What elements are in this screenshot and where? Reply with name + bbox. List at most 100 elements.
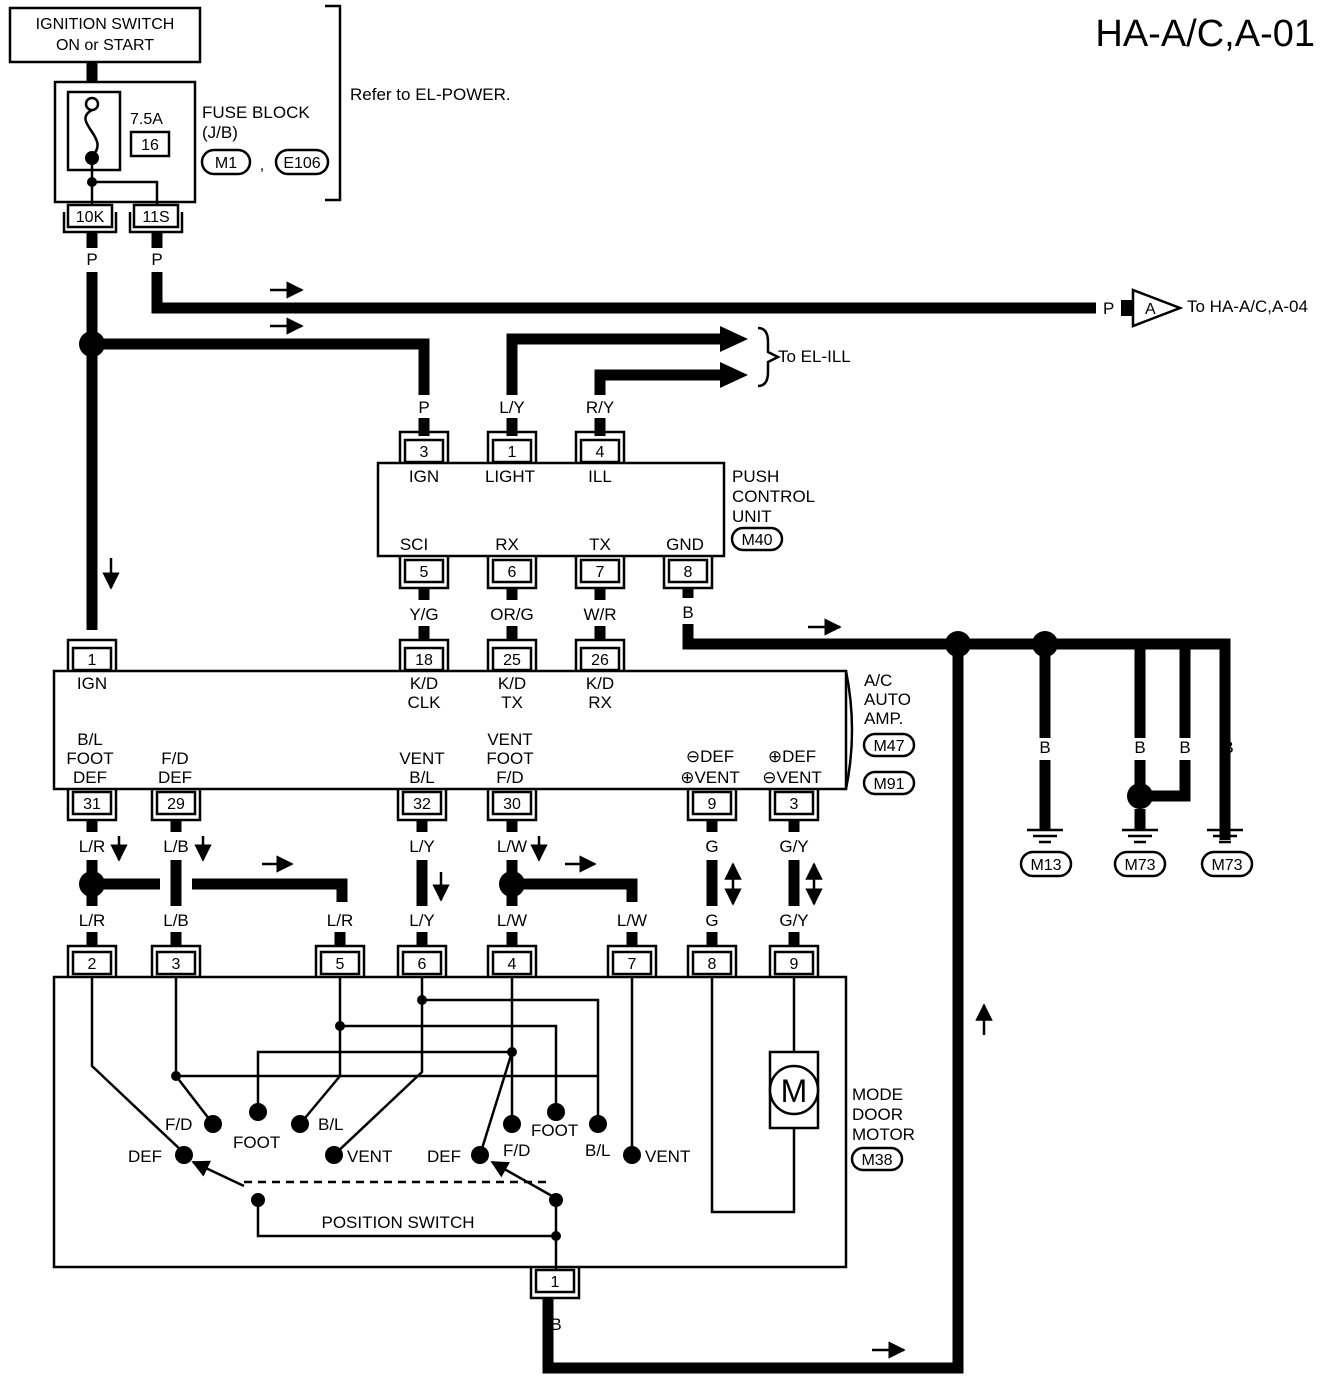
- amp-tx: TX: [501, 693, 523, 712]
- offpage-wire: P: [1103, 299, 1114, 318]
- push-control-unit: P L/Y R/Y 3 1 4 IGN LIGHT ILL SCI RX TX …: [376, 398, 815, 640]
- amp-wire-p: P: [86, 597, 97, 616]
- sw-right-def: DEF: [427, 1147, 461, 1166]
- amp-label-1: A/C: [864, 671, 892, 690]
- amp-30-l1: VENT: [487, 730, 532, 749]
- amp-9-l2: ⊕VENT: [680, 768, 740, 787]
- pcu-label-1: PUSH: [732, 467, 779, 486]
- pcu-tx: TX: [589, 535, 611, 554]
- amp-ign: IGN: [77, 674, 107, 693]
- connector-separator: ,: [260, 157, 264, 174]
- ground-m13: M13: [1030, 857, 1061, 874]
- amp-31-l2: FOOT: [66, 749, 113, 768]
- amp-clk: CLK: [407, 693, 441, 712]
- fuse-number: 16: [141, 137, 159, 154]
- fuse-block-jb: (J/B): [202, 123, 238, 142]
- amp-32-l2: B/L: [409, 768, 435, 787]
- sw-right-vent: VENT: [645, 1147, 690, 1166]
- amp-31-l3: DEF: [73, 768, 107, 787]
- mdm-pin-4: 4: [508, 956, 517, 973]
- amp-kd-1: K/D: [410, 674, 438, 693]
- pcu-pin-6: 6: [508, 564, 517, 581]
- wire-lw-30: L/W: [497, 837, 527, 856]
- amp-pin-25: 25: [503, 652, 521, 669]
- fuse-pin-10k: 10K: [76, 209, 105, 226]
- amp-29-l1: F/D: [161, 749, 188, 768]
- ground-wire-1: B: [1039, 738, 1050, 757]
- pcu-wire-org: OR/G: [490, 605, 533, 624]
- pcu-sci: SCI: [400, 535, 428, 554]
- amp-29-l2: DEF: [158, 768, 192, 787]
- ground-symbol-m13: M13: [1019, 828, 1073, 878]
- mdm-wire-5: L/R: [327, 911, 353, 930]
- sw-right-bl: B/L: [585, 1141, 611, 1160]
- pcu-pin-1: 1: [508, 444, 517, 461]
- position-switch-label: POSITION SWITCH: [322, 1213, 475, 1232]
- motor-symbol: M: [781, 1073, 808, 1109]
- amp-label-2: AUTO: [864, 690, 911, 709]
- wire-gy-3: G/Y: [779, 837, 808, 856]
- amp-31-l1: B/L: [77, 730, 103, 749]
- amp-label-3: AMP.: [864, 709, 903, 728]
- mdm-pin-5: 5: [336, 956, 345, 973]
- amp-kd-2: K/D: [498, 674, 526, 693]
- mdm-wire-9: G/Y: [779, 911, 808, 930]
- mode-door-motor: 2 3 5 6 4 7 8 9: [52, 944, 915, 1334]
- offpage-marker: A: [1145, 301, 1156, 318]
- pcu-wire-ry: R/Y: [586, 398, 614, 417]
- amp-rx: RX: [588, 693, 612, 712]
- sw-right-foot: FOOT: [531, 1121, 578, 1140]
- pcu-pin-4: 4: [596, 444, 605, 461]
- pcu-wire-p: P: [418, 398, 429, 417]
- amp-pin-18: 18: [415, 652, 433, 669]
- amp-pin-32: 32: [413, 796, 431, 813]
- ground-wire-2: B: [1134, 738, 1145, 757]
- mdm-pin-1: 1: [551, 1274, 560, 1291]
- sw-left-fd: F/D: [165, 1115, 192, 1134]
- mdm-pin-6: 6: [418, 956, 427, 973]
- mdm-wire-b: B: [550, 1315, 561, 1334]
- amp-pin-29: 29: [167, 796, 185, 813]
- ground-m73-a: M73: [1124, 857, 1155, 874]
- mdm-label-3: MOTOR: [852, 1125, 915, 1144]
- ground-symbol-m73-b: M73: [1200, 828, 1254, 878]
- mdm-wire-8: G: [705, 911, 718, 930]
- pcu-wire-b: B: [682, 603, 693, 622]
- pcu-rx: RX: [495, 535, 519, 554]
- pcu-wire-yg: Y/G: [409, 605, 438, 624]
- mdm-connector: M38: [861, 1152, 892, 1169]
- mdm-pin-3: 3: [172, 956, 181, 973]
- fuse-rating: 7.5A: [130, 111, 163, 128]
- ground-wire-3: B: [1222, 738, 1233, 757]
- amp-3-l1: ⊕DEF: [768, 747, 816, 766]
- wire-ly-32: L/Y: [409, 837, 435, 856]
- offpage-label: To HA-A/C,A-04: [1187, 297, 1308, 316]
- connector-m1: M1: [215, 155, 237, 172]
- wire-g-9: G: [705, 837, 718, 856]
- amp-pin-30: 30: [503, 796, 521, 813]
- amp-connector-m47: M47: [873, 738, 904, 755]
- mdm-label-2: DOOR: [852, 1105, 903, 1124]
- pcu-label-2: CONTROL: [732, 487, 815, 506]
- mdm-wire-6: L/Y: [409, 911, 435, 930]
- pcu-pin-8: 8: [684, 564, 693, 581]
- amp-connector-m91: M91: [873, 776, 904, 793]
- amp-pin-9: 9: [708, 796, 717, 813]
- offpage-connector-a: P A To HA-A/C,A-04: [1103, 288, 1308, 328]
- fuse-block: 7.5A 16 FUSE BLOCK (J/B) M1 , E106 10K 1…: [53, 4, 511, 234]
- fuse-pin-11s: 11S: [142, 209, 169, 226]
- fuse-reference: Refer to EL-POWER.: [350, 85, 511, 104]
- pcu-pin-7: 7: [596, 564, 605, 581]
- pcu-pin-5: 5: [420, 564, 429, 581]
- ignition-switch: IGNITION SWITCH ON or START: [8, 6, 202, 64]
- mdm-wire-3: L/B: [163, 911, 189, 930]
- ac-auto-amp: P 1 18 25 26 IGN K/D CLK K/D TX K/D RX B…: [52, 597, 916, 822]
- amp-32-l1: VENT: [399, 749, 444, 768]
- mdm-wire-2: L/R: [79, 911, 105, 930]
- wire-p-10k: P: [86, 250, 97, 269]
- amp-kd-3: K/D: [586, 674, 614, 693]
- pcu-wire-ly: L/Y: [499, 398, 525, 417]
- amp-9-l1: ⊖DEF: [686, 747, 734, 766]
- wire-p-11s: P: [151, 250, 162, 269]
